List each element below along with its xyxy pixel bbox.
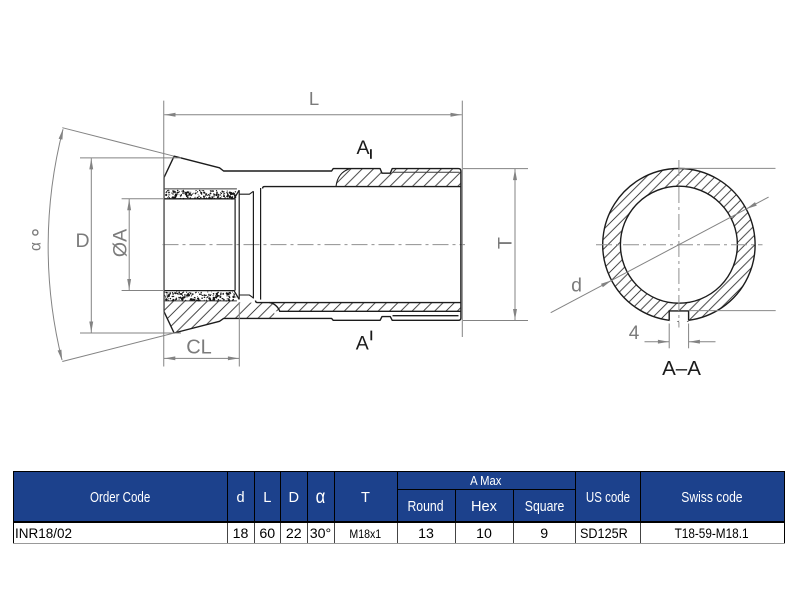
svg-text:4: 4 xyxy=(629,323,640,344)
svg-text:A–A: A–A xyxy=(662,357,701,380)
svg-text:T: T xyxy=(495,237,517,249)
svg-text:CL: CL xyxy=(186,336,212,358)
svg-text:A: A xyxy=(357,137,370,159)
svg-text:α: α xyxy=(28,242,45,251)
svg-text:D: D xyxy=(75,230,89,252)
svg-text:ØA: ØA xyxy=(110,229,132,257)
svg-text:L: L xyxy=(309,88,319,109)
svg-text:d: d xyxy=(571,275,582,297)
svg-text:A: A xyxy=(356,332,369,354)
